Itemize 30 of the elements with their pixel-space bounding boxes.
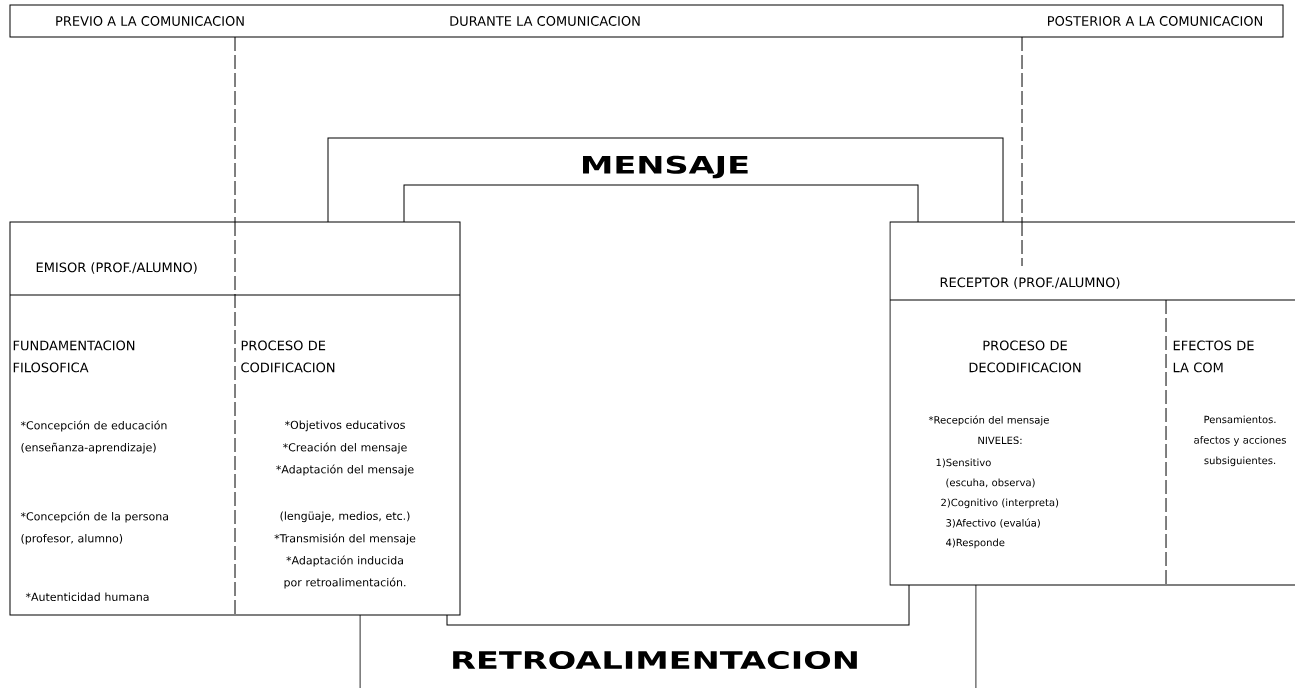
column-heading: PROCESO DE DECODIFICACION — [969, 340, 1081, 373]
list-item: 3)Afectivo (evalúa) — [946, 518, 1040, 528]
phase-label: POSTERIOR A LA COMUNICACION — [1048, 16, 1262, 26]
list-item: *Creación del mensaje — [283, 442, 407, 454]
list-item: (escuha, observa) — [946, 478, 1035, 488]
box-heading: EMISOR (PROF./ALUMNO) — [36, 262, 197, 274]
box-heading: RECEPTOR (PROF./ALUMNO) — [940, 277, 1120, 289]
phase-label: DURANTE LA COMUNICACION — [450, 16, 640, 26]
column-heading: EFECTOS DE LA COM — [1173, 340, 1254, 373]
list-item: *Transmisión del mensaje — [274, 533, 416, 545]
list-item: *Adaptación del mensaje — [276, 464, 414, 476]
list-item: *Objetivos educativos — [284, 420, 405, 432]
list-item: NIVELES: — [978, 436, 1022, 445]
list-item: 1)Sensitivo — [936, 458, 991, 468]
list-item: *Concepción de la persona (profesor, alumno) — [20, 511, 168, 545]
list-item: *Autenticidad humana — [25, 592, 149, 601]
phase-line — [234, 36, 236, 223]
message-title: MENSAJE — [583, 155, 748, 179]
list-item: 2)Cognitivo (interpreta) — [941, 498, 1059, 509]
phase-line — [1021, 36, 1023, 223]
list-item: (lengüaje, medios, etc.) — [280, 511, 410, 523]
list-item: Pensamientos. afectos y acciones subsiguientes. — [1194, 415, 1286, 467]
list-item: 4)Responde — [946, 538, 1005, 549]
list-item: *Concepción de educación (enseñanza-aprendizaje) — [20, 420, 167, 454]
column-heading: FUNDAMENTACION FILOSOFICA — [13, 340, 135, 373]
feedback-title: RETROALIMENTACION — [453, 650, 857, 670]
list-item: *Recepción del mensaje — [928, 415, 1049, 426]
column-heading: PROCESO DE CODIFICACION — [241, 340, 335, 373]
phase-label: PREVIO A LA COMUNICACION — [56, 16, 244, 26]
list-item: *Adaptación inducida por retroalimentación. — [284, 555, 406, 589]
